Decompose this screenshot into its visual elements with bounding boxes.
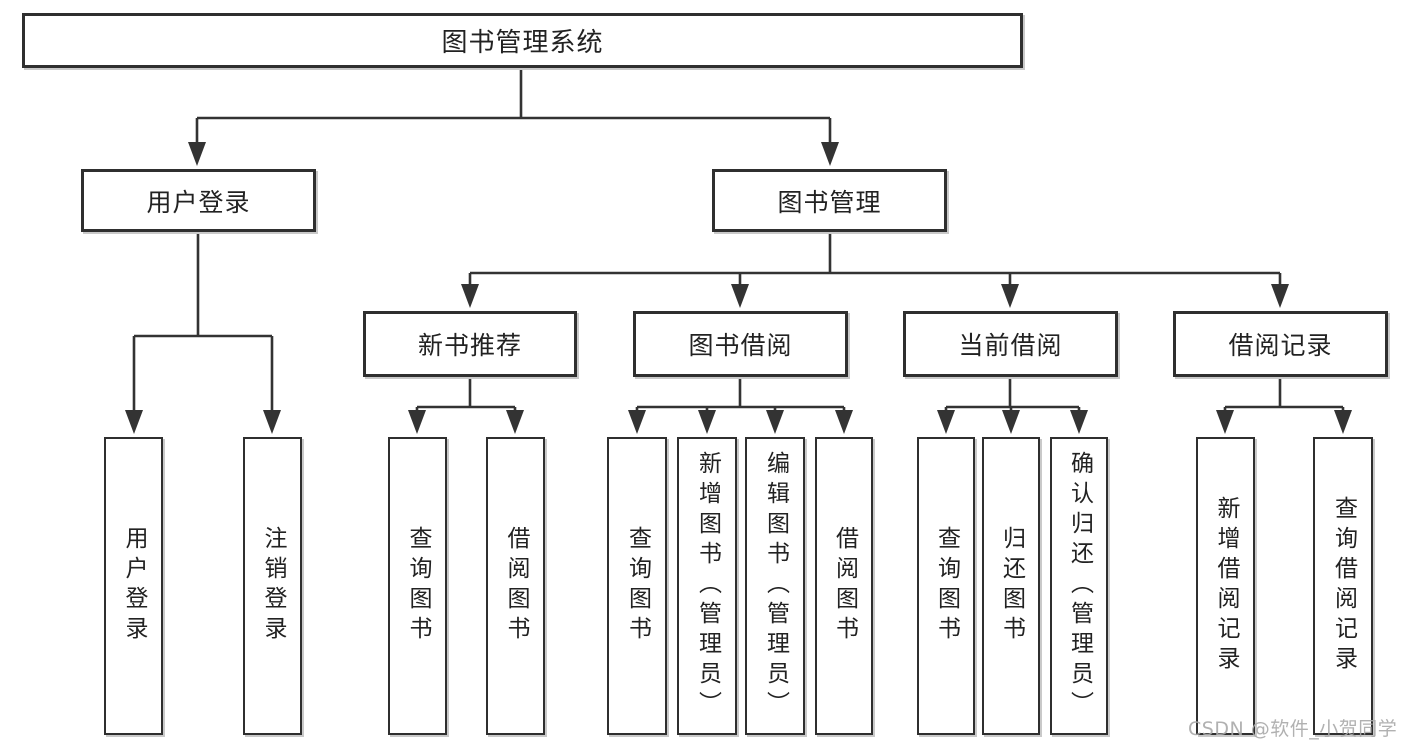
node-rec-query-book-label: 查询图书 xyxy=(405,526,431,646)
node-root-label: 图书管理系统 xyxy=(441,28,604,58)
connector-book-borrow-branch xyxy=(635,377,846,416)
node-current-return-book-label: 归还图书 xyxy=(998,526,1025,646)
node-logout-label: 注销登录 xyxy=(260,526,286,646)
arrow-down-icon xyxy=(1001,284,1019,308)
arrow-down-icon xyxy=(821,142,839,166)
node-rec-borrow-book-label: 借阅图书 xyxy=(503,526,529,646)
node-book-borrow: 图书借阅 xyxy=(633,311,848,377)
node-rec-query-book: 查询图书 xyxy=(388,437,447,735)
arrow-down-icon xyxy=(628,410,646,434)
arrow-down-icon xyxy=(263,410,281,434)
arrow-down-icon xyxy=(835,410,853,434)
node-current-borrow-label: 当前借阅 xyxy=(958,331,1063,360)
arrow-down-icon xyxy=(461,284,479,308)
node-borrow-record-label: 借阅记录 xyxy=(1228,331,1333,360)
arrow-down-icon xyxy=(1271,284,1289,308)
node-current-return-book: 归还图书 xyxy=(982,437,1040,735)
arrow-down-icon xyxy=(731,284,749,308)
node-borrow-edit-book-admin-label: 编辑图书（管理员） xyxy=(762,451,789,721)
connector-root-to-level2 xyxy=(195,68,832,150)
arrow-down-icon xyxy=(1002,410,1020,434)
node-borrow-query-book: 查询图书 xyxy=(607,437,667,735)
node-borrow-borrow-book: 借阅图书 xyxy=(815,437,873,735)
node-borrow-add-book-admin-label: 新增图书（管理员） xyxy=(694,451,721,721)
node-user-login: 用户登录 xyxy=(81,169,316,232)
node-current-confirm-return-admin: 确认归还（管理员） xyxy=(1050,437,1108,735)
connector-user-login-branch xyxy=(132,232,274,416)
node-user-login-label: 用户登录 xyxy=(146,187,251,217)
node-record-query-record-label: 查询借阅记录 xyxy=(1330,496,1357,676)
arrow-down-icon xyxy=(937,410,955,434)
arrow-down-icon xyxy=(125,410,143,434)
node-user-login-action: 用户登录 xyxy=(104,437,163,735)
arrow-down-icon xyxy=(1070,410,1088,434)
node-record-query-record: 查询借阅记录 xyxy=(1313,437,1373,735)
connector-book-mgmt-branch xyxy=(468,232,1282,290)
node-user-login-action-label: 用户登录 xyxy=(121,526,147,646)
node-borrow-add-book-admin: 新增图书（管理员） xyxy=(677,437,737,735)
node-borrow-edit-book-admin: 编辑图书（管理员） xyxy=(745,437,805,735)
arrow-down-icon xyxy=(698,410,716,434)
node-rec-borrow-book: 借阅图书 xyxy=(486,437,545,735)
node-logout: 注销登录 xyxy=(243,437,302,735)
node-borrow-borrow-book-label: 借阅图书 xyxy=(831,526,858,646)
node-borrow-record: 借阅记录 xyxy=(1173,311,1388,377)
node-new-book-rec: 新书推荐 xyxy=(363,311,577,377)
arrow-down-icon xyxy=(188,142,206,166)
node-record-add-record: 新增借阅记录 xyxy=(1196,437,1255,735)
node-current-borrow: 当前借阅 xyxy=(903,311,1118,377)
node-book-mgmt-label: 图书管理 xyxy=(777,187,882,217)
connector-new-book-rec-branch xyxy=(415,377,517,416)
node-new-book-rec-label: 新书推荐 xyxy=(417,331,522,360)
node-current-query-book-label: 查询图书 xyxy=(933,526,960,646)
arrow-down-icon xyxy=(766,410,784,434)
node-current-confirm-return-admin-label: 确认归还（管理员） xyxy=(1066,451,1093,721)
node-current-query-book: 查询图书 xyxy=(917,437,975,735)
arrow-down-icon xyxy=(1334,410,1352,434)
node-book-mgmt: 图书管理 xyxy=(712,169,947,232)
connector-borrow-record-branch xyxy=(1223,377,1345,416)
arrow-down-icon xyxy=(506,410,524,434)
arrow-down-icon xyxy=(408,410,426,434)
watermark: CSDN @软件_小贺同学 xyxy=(1188,718,1398,740)
arrow-down-icon xyxy=(1216,410,1234,434)
node-borrow-query-book-label: 查询图书 xyxy=(624,526,651,646)
node-record-add-record-label: 新增借阅记录 xyxy=(1213,496,1239,676)
node-root: 图书管理系统 xyxy=(22,13,1023,68)
connector-current-borrow-branch xyxy=(944,377,1081,416)
node-book-borrow-label: 图书借阅 xyxy=(688,331,793,360)
